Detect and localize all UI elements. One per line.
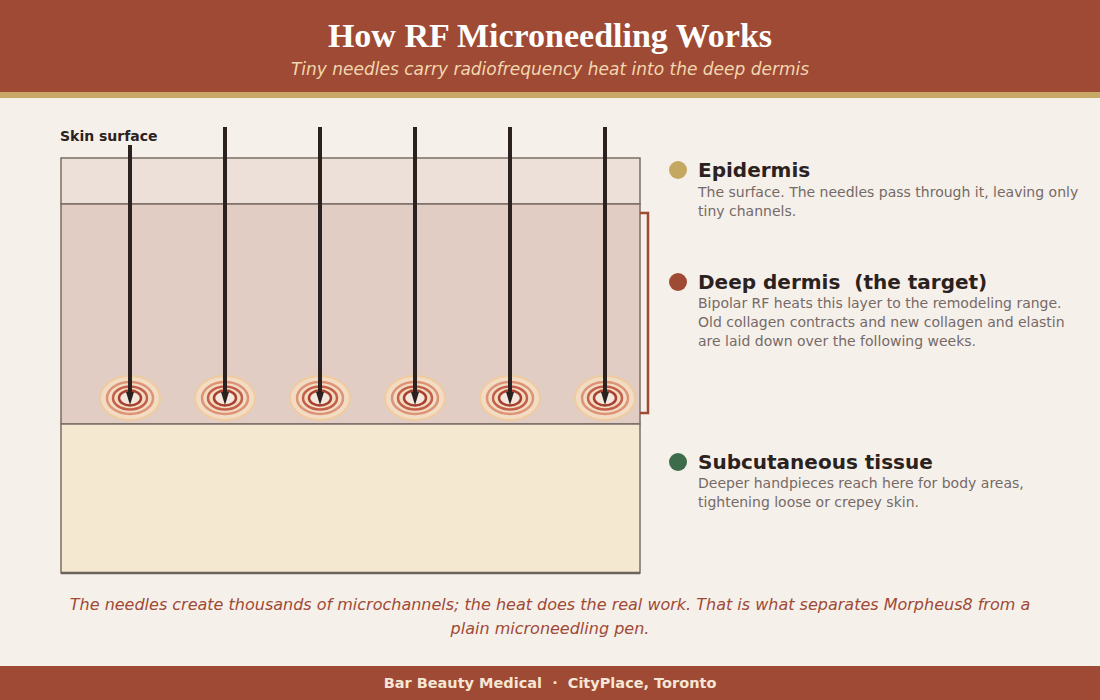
legend-entry: Deep dermis (the target) — [669, 270, 987, 294]
legend-heading: Epidermis — [698, 158, 810, 182]
legend-heading: Deep dermis (the target) — [698, 270, 987, 294]
needle-with-heat — [385, 127, 445, 420]
needle-shaft — [508, 127, 512, 392]
needle-with-heat — [575, 127, 635, 420]
header-stripe — [0, 92, 1100, 98]
needle-with-heat — [290, 127, 350, 420]
dermis-layer — [61, 204, 640, 424]
needle-tip — [411, 392, 419, 405]
skin-base-line — [61, 572, 640, 575]
legend-description: Deeper handpieces reach here for body ar… — [698, 474, 1083, 512]
legend-entry: Epidermis — [669, 158, 810, 182]
needle-tip — [601, 392, 609, 405]
needle-shaft — [128, 127, 132, 392]
epidermis-layer — [61, 158, 640, 204]
needle-shaft — [603, 127, 607, 392]
legend-description: Bipolar RF heats this layer to the remod… — [698, 294, 1083, 351]
legend-heading: Subcutaneous tissue — [698, 450, 933, 474]
skin-surface-label: Skin surface — [60, 127, 160, 145]
legend-description: The surface. The needles pass through it… — [698, 183, 1083, 221]
needle-shaft — [223, 127, 227, 392]
heat-ring — [119, 391, 141, 406]
title: How RF Microneedling Works — [0, 14, 1100, 58]
needle-shaft — [318, 127, 322, 392]
heat-ring — [309, 391, 331, 406]
legend-swatch — [669, 273, 687, 291]
subcutaneous-layer — [61, 424, 640, 573]
needle-tip — [126, 392, 134, 405]
needle-tip — [506, 392, 514, 405]
header-bar — [0, 0, 1100, 92]
needle-tip — [316, 392, 324, 405]
footer-text: Bar Beauty Medical · CityPlace, Toronto — [0, 673, 1100, 693]
heat-ring — [499, 391, 521, 406]
legend-swatch — [669, 453, 687, 471]
caption: The needles create thousands of microcha… — [50, 593, 1050, 641]
needle-with-heat — [100, 127, 160, 420]
legend-swatch — [669, 161, 687, 179]
dermis-bracket — [640, 213, 648, 413]
footer-bar — [0, 666, 1100, 700]
needle-with-heat — [480, 127, 540, 420]
heat-ring — [594, 391, 616, 406]
needle-with-heat — [195, 127, 255, 420]
heat-ring — [404, 391, 426, 406]
legend-entry: Subcutaneous tissue — [669, 450, 933, 474]
heat-ring — [214, 391, 236, 406]
needle-tip — [221, 392, 229, 405]
needle-shaft — [413, 127, 417, 392]
subtitle: Tiny needles carry radiofrequency heat i… — [0, 58, 1100, 80]
